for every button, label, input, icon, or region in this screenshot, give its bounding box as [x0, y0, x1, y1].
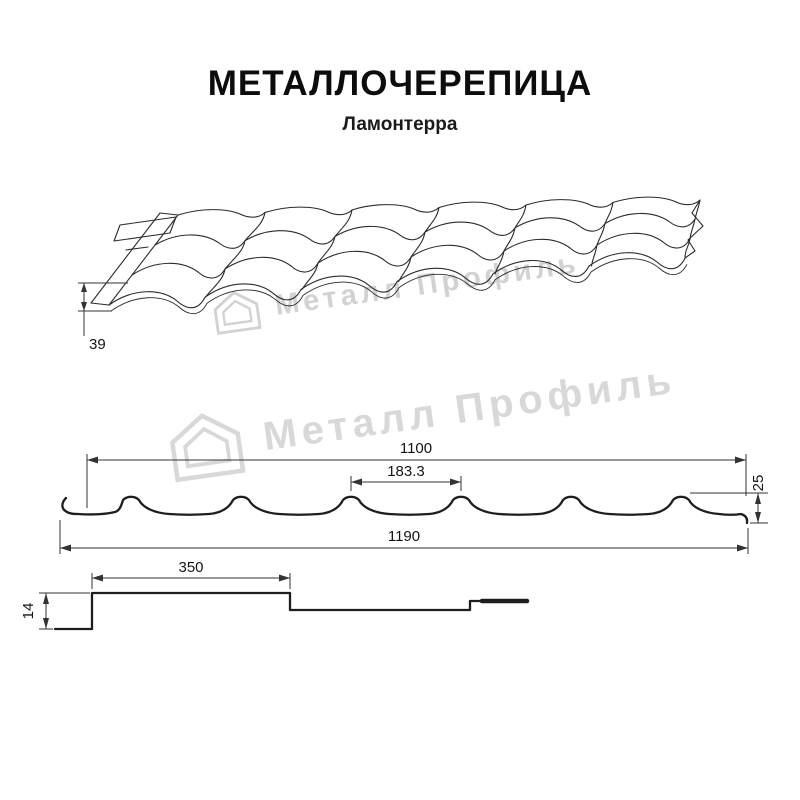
dim-label-1100: 1100 — [400, 440, 432, 457]
sheet-wave-ridges — [204, 199, 701, 298]
sheet-step-row — [154, 212, 696, 249]
module-step-profile: 350 14 — [20, 559, 530, 631]
sheet-start-flange — [113, 216, 177, 251]
dimension-183-3: 183.3 — [350, 463, 462, 491]
cross-section-profile: 1100 183.3 25 1190 — [59, 440, 768, 554]
dim-label-350: 350 — [178, 559, 203, 576]
sheet-front-edge-thickness — [110, 258, 688, 315]
page-subtitle: Ламонтерра — [342, 114, 458, 135]
page-title: МЕТАЛЛОЧЕРЕПИЦА — [207, 64, 593, 103]
dim-label-39: 39 — [89, 336, 106, 353]
dim-label-1190: 1190 — [388, 528, 420, 545]
dim-label-14: 14 — [20, 603, 37, 620]
perspective-view: 39 — [78, 196, 704, 353]
dimension-25: 25 — [690, 475, 768, 524]
drawing-header: МЕТАЛЛОЧЕРЕПИЦА Ламонтерра — [0, 64, 800, 136]
dimension-1100: 1100 — [86, 440, 747, 508]
sheet-left-edge — [90, 212, 179, 306]
dimension-39: 39 — [78, 282, 128, 353]
brand-logo-icon — [213, 290, 262, 335]
sheet-front-edge — [108, 252, 686, 309]
dimension-1190: 1190 — [59, 520, 749, 554]
dimension-14: 14 — [20, 592, 90, 630]
watermark-top: Металл Профиль — [211, 243, 582, 336]
profile-curve — [61, 495, 749, 525]
dim-label-183-3: 183.3 — [387, 463, 425, 480]
watermark-middle: Металл Профиль — [166, 347, 680, 483]
break-line-icon — [684, 199, 704, 259]
dimension-350: 350 — [91, 559, 291, 589]
step-profile-line — [53, 591, 529, 631]
brand-logo-icon — [170, 413, 246, 483]
dim-label-25: 25 — [750, 475, 767, 492]
